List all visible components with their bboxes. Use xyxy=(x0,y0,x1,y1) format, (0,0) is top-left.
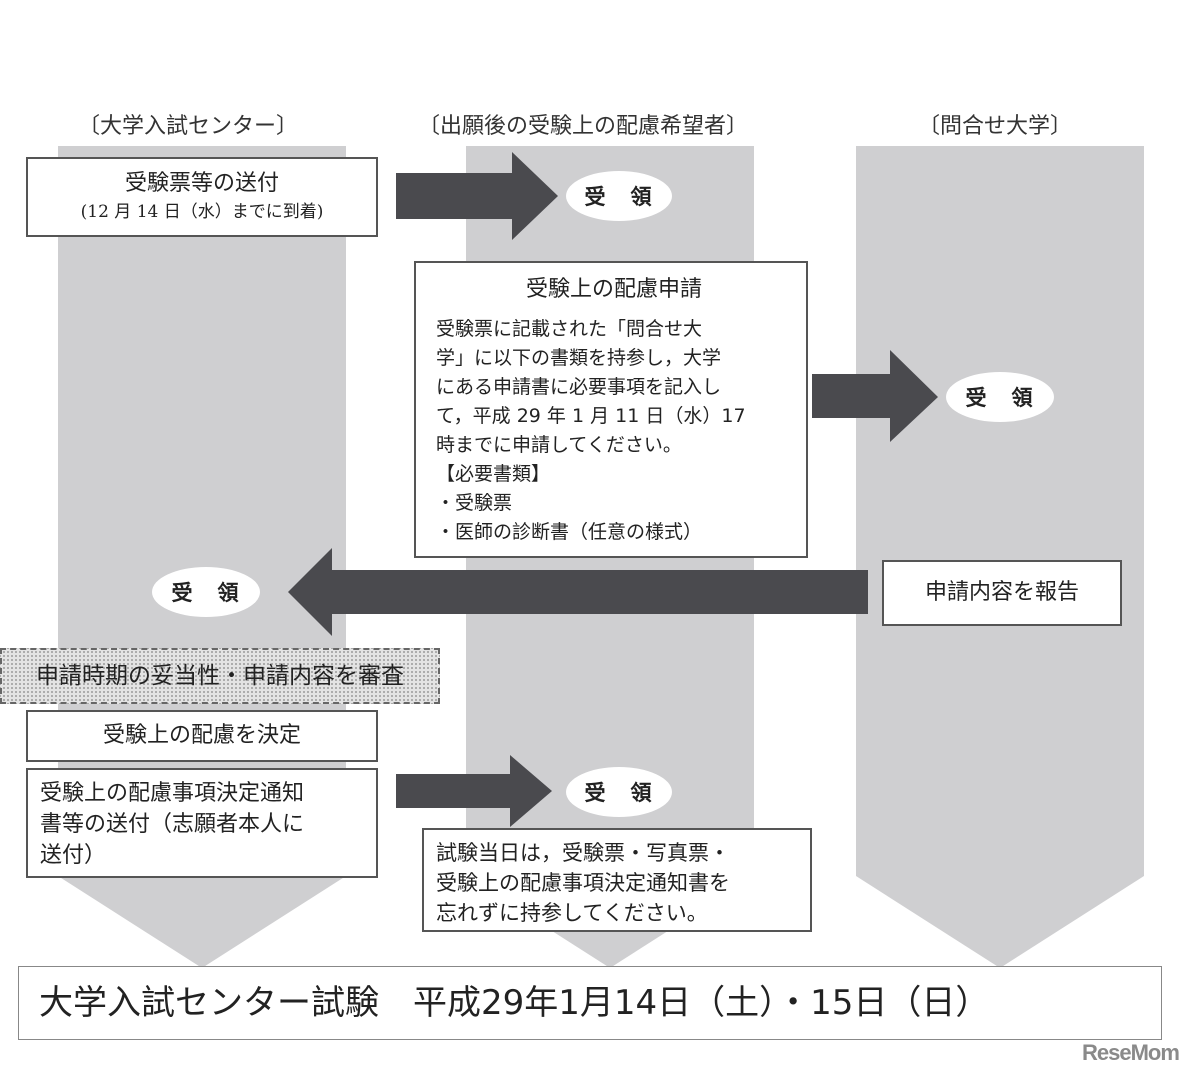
send-notice-line: 受験上の配慮事項決定通知 xyxy=(40,781,305,806)
send-notice-line: 書等の送付（志願者本人に xyxy=(40,812,305,837)
report-box: 申請内容を報告 xyxy=(882,560,1122,626)
exam-day-line: 忘れずに持参してください。 xyxy=(436,901,708,925)
apply-docs-heading: 【必要書類】 xyxy=(436,463,551,485)
lane-university-tip xyxy=(856,876,1144,968)
exam-date-banner: 大学入試センター試験 平成29年1月14日（土）・15日（日） xyxy=(18,966,1162,1040)
exam-day-line: 試験当日は，受験票・写真票・ xyxy=(436,841,730,865)
arrow-send-ticket xyxy=(396,152,558,240)
receive-report-ellipse: 受 領 xyxy=(152,567,260,617)
apply-line: 受験票に記載された「問合せ大 xyxy=(436,318,703,340)
arrow-report xyxy=(288,548,868,636)
lane-university xyxy=(856,146,1144,876)
arrow-apply xyxy=(812,350,938,442)
review-box: 申請時期の妥当性・申請内容を審査 xyxy=(0,648,440,704)
arrow-send-notice xyxy=(396,755,552,827)
apply-doc-item: ・医師の診断書（任意の様式） xyxy=(436,521,703,543)
exam-day-box: 試験当日は，受験票・写真票・ 受験上の配慮事項決定通知書を 忘れずに持参してくだ… xyxy=(422,828,812,932)
apply-line: 時までに申請してください。 xyxy=(436,434,682,456)
receive-ticket-ellipse: 受 領 xyxy=(566,171,672,221)
send-notice-box: 受験上の配慮事項決定通知 書等の送付（志願者本人に 送付） xyxy=(26,768,378,878)
send-ticket-box: 受験票等の送付 (12 月 14 日（水）までに到着) xyxy=(26,157,378,237)
apply-box: 受験上の配慮申請 受験票に記載された「問合せ大 学」に以下の書類を持参し，大学 … xyxy=(414,261,808,558)
send-ticket-note: (12 月 14 日（水）までに到着) xyxy=(80,202,324,222)
header-applicant: 〔出願後の受験上の配慮希望者〕 xyxy=(418,114,749,139)
apply-line: にある申請書に必要事項を記入し xyxy=(436,376,722,398)
apply-title: 受験上の配慮申請 xyxy=(525,277,702,302)
apply-line: て，平成 29 年 1 月 11 日（水）17 xyxy=(436,405,746,427)
resemom-logo: ReseMom xyxy=(1082,1040,1180,1065)
send-ticket-title: 受験票等の送付 xyxy=(124,171,279,196)
header-university: 〔問合せ大学〕 xyxy=(918,114,1073,139)
exam-day-line: 受験上の配慮事項決定通知書を xyxy=(436,871,730,895)
apply-doc-item: ・受験票 xyxy=(436,492,513,514)
header-center: 〔大学入試センター〕 xyxy=(78,114,299,139)
receive-notice-ellipse: 受 領 xyxy=(566,767,672,817)
lane-center-tip xyxy=(58,876,346,968)
decide-box: 受験上の配慮を決定 xyxy=(26,710,378,762)
send-notice-line: 送付） xyxy=(40,843,107,868)
apply-line: 学」に以下の書類を持参し，大学 xyxy=(436,347,722,369)
receive-application-ellipse: 受 領 xyxy=(946,372,1054,422)
